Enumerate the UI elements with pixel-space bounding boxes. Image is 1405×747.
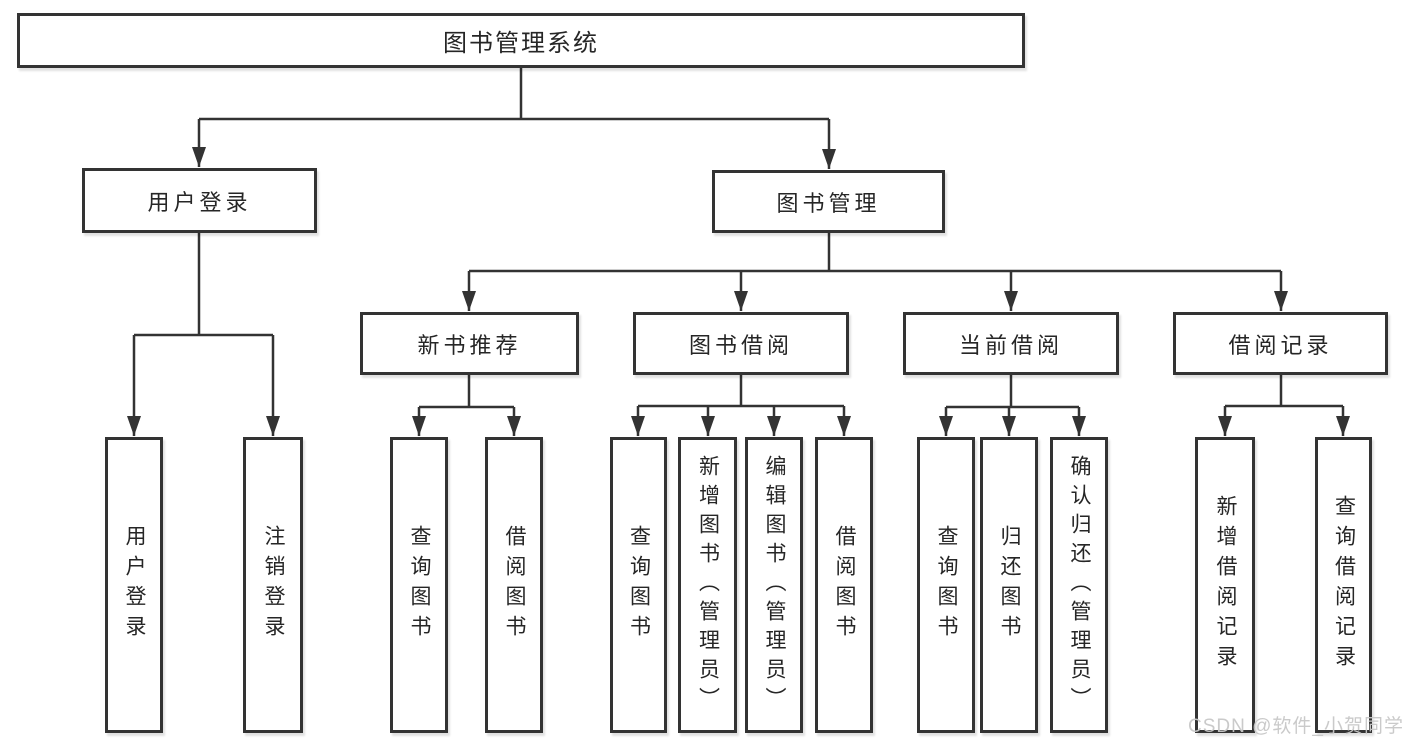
node-book-borrowing: 图书借阅	[633, 312, 849, 375]
node-borrowing-records: 借阅记录	[1173, 312, 1388, 375]
leaf-return-books: 归还图书	[980, 437, 1038, 733]
leaf-user-login: 用户登录	[105, 437, 163, 733]
leaf-logout: 注销登录	[243, 437, 303, 733]
leaf-query-books-recommend: 查询图书	[390, 437, 448, 733]
node-current-borrowing: 当前借阅	[903, 312, 1119, 375]
csdn-watermark: CSDN @软件_小贺同学	[1188, 716, 1404, 737]
node-book-management: 图书管理	[712, 170, 945, 233]
leaf-query-books-current: 查询图书	[917, 437, 975, 733]
leaf-edit-books-admin: 编辑图书（管理员）	[745, 437, 803, 733]
node-library-management-system: 图书管理系统	[17, 13, 1025, 68]
leaf-add-books-admin: 新增图书（管理员）	[678, 437, 737, 733]
leaf-borrow-books: 借阅图书	[815, 437, 873, 733]
leaf-borrow-books-recommend: 借阅图书	[485, 437, 543, 733]
leaf-query-borrow-record: 查询借阅记录	[1315, 437, 1372, 733]
leaf-add-borrow-record: 新增借阅记录	[1195, 437, 1255, 733]
node-new-book-recommend: 新书推荐	[360, 312, 579, 375]
leaf-confirm-return-admin: 确认归还（管理员）	[1050, 437, 1108, 733]
leaf-query-books-borrowing: 查询图书	[610, 437, 667, 733]
node-user-login: 用户登录	[82, 168, 317, 233]
